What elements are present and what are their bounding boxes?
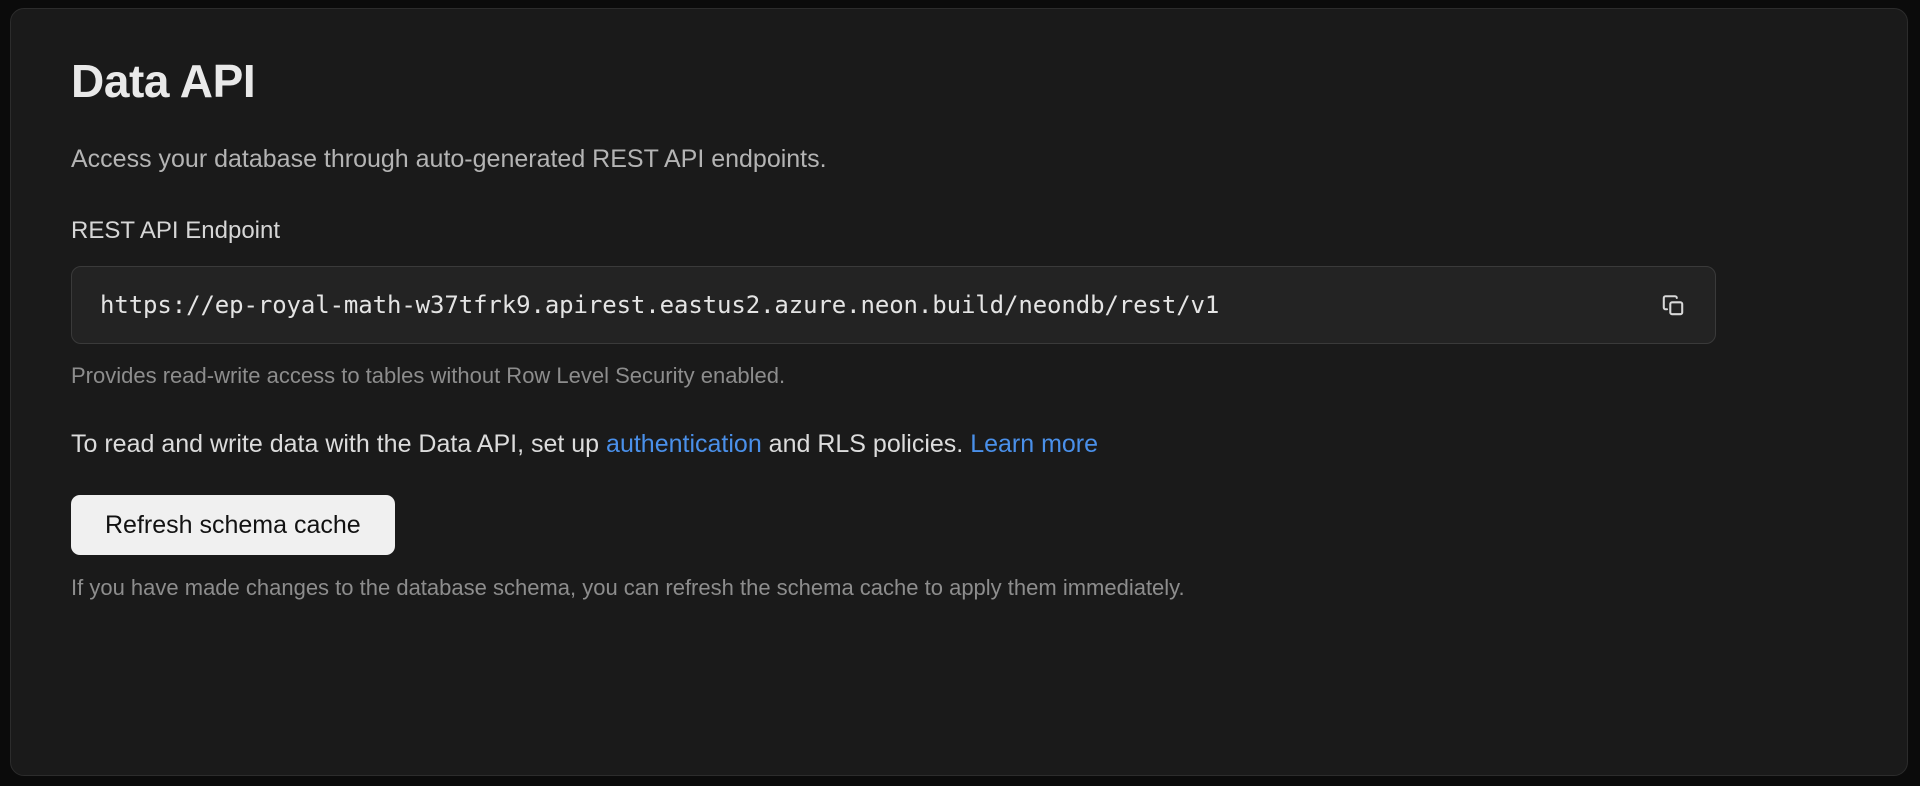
- copy-endpoint-button[interactable]: [1653, 285, 1693, 325]
- refresh-schema-footnote: If you have made changes to the database…: [71, 575, 1185, 600]
- rest-api-endpoint-field[interactable]: [71, 266, 1716, 344]
- rest-api-endpoint-label: REST API Endpoint: [71, 217, 281, 244]
- rest-api-endpoint-input[interactable]: [100, 290, 1653, 320]
- rls-note-prefix: To read and write data with the Data API…: [71, 430, 607, 458]
- card-subtitle: Access your database through auto-genera…: [71, 145, 827, 173]
- learn-more-link[interactable]: Learn more: [970, 430, 1099, 458]
- copy-icon: [1660, 292, 1686, 318]
- rls-note-middle: and RLS policies.: [761, 430, 971, 458]
- endpoint-helper-text: Provides read-write access to tables wit…: [71, 363, 786, 388]
- card-content: Data API Access your database through au…: [11, 9, 1907, 602]
- refresh-button-row: Refresh schema cache: [71, 460, 1847, 555]
- refresh-schema-cache-button[interactable]: Refresh schema cache: [71, 495, 395, 555]
- data-api-card: Data API Access your database through au…: [10, 8, 1908, 776]
- rls-setup-note: To read and write data with the Data API…: [71, 428, 1847, 460]
- authentication-link[interactable]: authentication: [606, 430, 762, 458]
- page-title: Data API: [71, 55, 256, 107]
